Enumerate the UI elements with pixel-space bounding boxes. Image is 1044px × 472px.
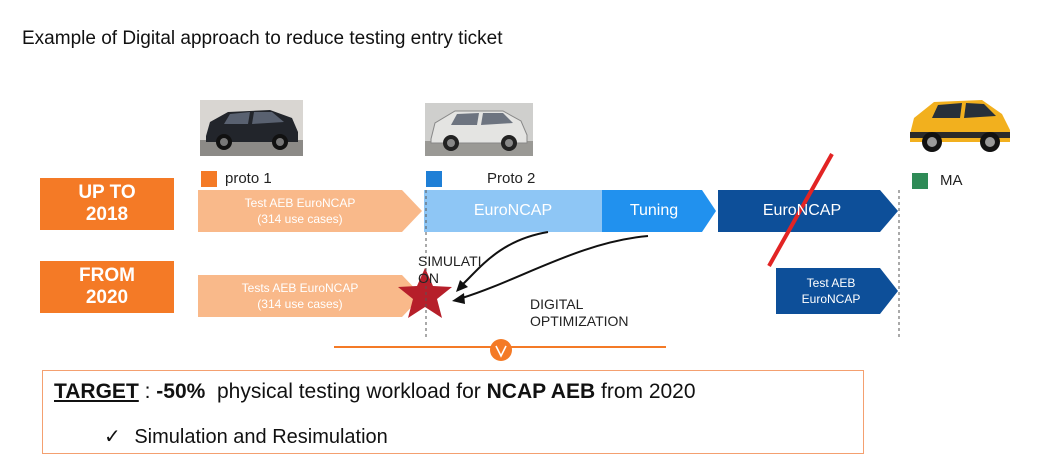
target-heading: TARGET [54, 380, 139, 403]
car-prototype-photo-icon [425, 103, 533, 156]
row2-step1-arrow [198, 275, 422, 317]
target-statement: TARGET : -50% physical testing workload … [54, 380, 696, 403]
row2-step1-label: Tests AEB EuroNCAP (314 use cases) [241, 281, 359, 311]
target-subject: NCAP AEB [486, 380, 596, 403]
row2-step2-label: Test AEB EuroNCAP [801, 276, 861, 306]
car-dark-photo-icon [200, 100, 303, 156]
row1-step3-arrow [602, 190, 716, 232]
simulation-annotation: SIMULATI ON [418, 253, 482, 286]
legend-swatch-proto2 [426, 171, 442, 187]
car-yellow-photo-icon [904, 88, 1016, 156]
page-title: Example of Digital approach to reduce te… [22, 28, 503, 49]
era-label-up-to-2018: UP TO 2018 [40, 178, 174, 230]
checkmark-icon: ✓ [104, 426, 121, 448]
row1-step1-arrow [198, 190, 422, 232]
gain-badge [490, 339, 512, 361]
optimization-curve-arrow [461, 235, 649, 299]
row1-step4-arrow [718, 190, 898, 232]
simulation-curve-arrow [461, 231, 549, 286]
row1-step4-label: EuroNCAP [762, 202, 842, 219]
target-value: -50% [156, 380, 206, 403]
target-bullet-text: Simulation and Resimulation [134, 426, 388, 448]
target-bullet: ✓ Simulation and Resimulation [104, 424, 388, 449]
legend-label-proto1: proto 1 [225, 170, 272, 187]
legend-swatch-proto1 [201, 171, 217, 187]
red-cross-line [767, 153, 834, 267]
legend-label-ma: MA [940, 172, 963, 189]
legend-label-proto2: Proto 2 [487, 170, 536, 187]
legend-swatch-ma [912, 173, 928, 189]
target-box [42, 370, 864, 454]
row1-step3-label: Tuning [629, 202, 679, 219]
star-icon [398, 268, 452, 318]
row1-step2-arrow [424, 190, 614, 232]
era-label-from-2020: FROM 2020 [40, 261, 174, 313]
row2-step2-arrow [776, 268, 898, 314]
row1-step1-label: Test AEB EuroNCAP (314 use cases) [244, 196, 356, 226]
digital-optimization-annotation: DIGITAL OPTIMIZATION [530, 296, 629, 329]
row1-step2-label: EuroNCAP [473, 202, 553, 219]
